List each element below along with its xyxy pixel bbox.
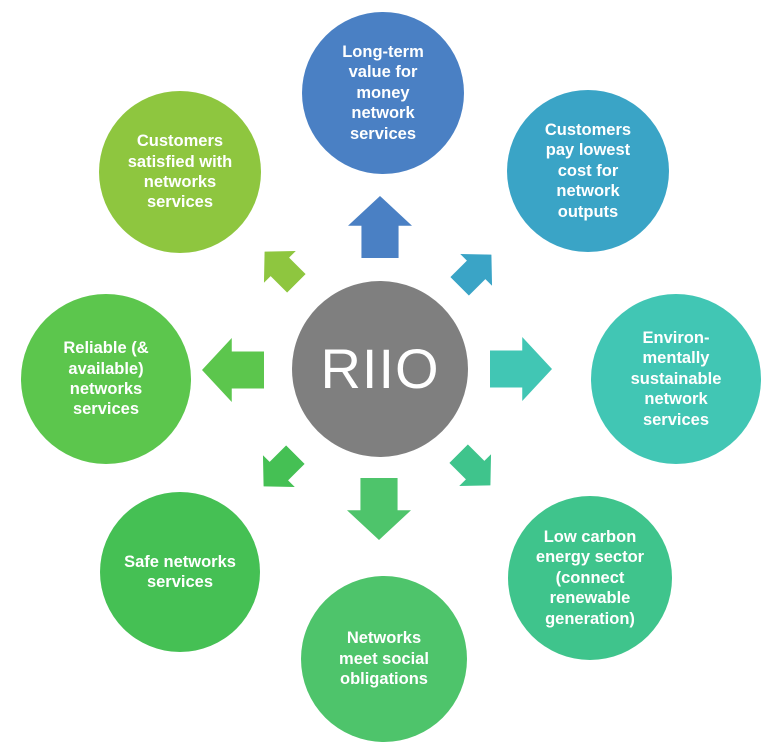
- circle-safe-networks: Safe networks services: [100, 492, 260, 652]
- down-left-arrow-icon: [248, 439, 312, 503]
- circle-networks-social-obligations: Networks meet social obligations: [301, 576, 467, 742]
- down-arrow-icon: [347, 478, 411, 540]
- circle-environmentally-sustainable: Environ- mentally sustainable network se…: [591, 294, 761, 464]
- circle-customers-pay-lowest-cost: Customers pay lowest cost for network ou…: [507, 90, 669, 252]
- circle-customers-satisfied: Customers satisfied with networks servic…: [99, 91, 261, 253]
- right-arrow-icon: [490, 337, 552, 401]
- up-right-arrow-icon: [444, 239, 508, 303]
- up-left-arrow-icon: [249, 236, 313, 300]
- down-right-arrow-icon: [443, 438, 507, 502]
- left-arrow-icon: [202, 338, 264, 402]
- circle-reliable-available: Reliable (& available) networks services: [21, 294, 191, 464]
- circle-long-term-value: Long-term value for money network servic…: [302, 12, 464, 174]
- circle-low-carbon-energy: Low carbon energy sector (connect renewa…: [508, 496, 672, 660]
- center-circle-riio: RIIO: [292, 281, 468, 457]
- up-arrow-icon: [348, 196, 412, 258]
